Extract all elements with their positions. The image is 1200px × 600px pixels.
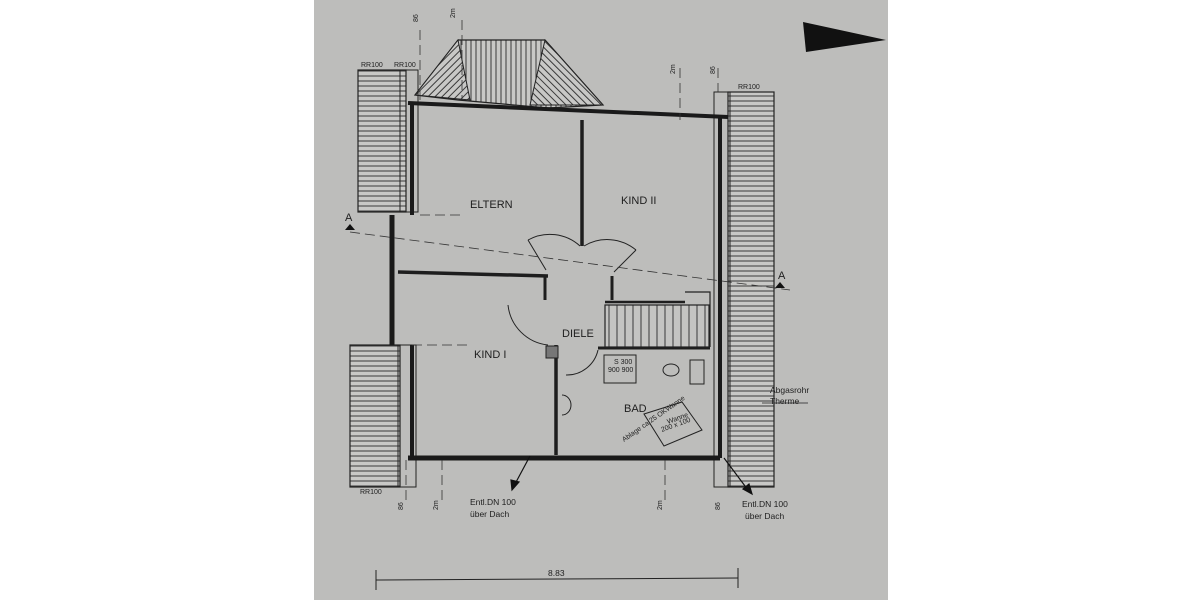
dim-tick-bottom-2: 2m — [657, 500, 664, 510]
door-swings — [507, 233, 637, 376]
entl-left-line1: Entl.DN 100 — [470, 497, 516, 507]
rr100-bottom-left: RR100 — [360, 489, 382, 496]
rr100-top-left-2: RR100 — [394, 62, 416, 69]
dim-tick-top-1: 2m — [450, 8, 457, 18]
room-label-bad: BAD — [624, 403, 647, 415]
shower-label: S 300 — [614, 359, 632, 366]
section-mark-left-icon — [345, 224, 355, 230]
right-roof-slope — [713, 91, 775, 488]
dim-tick-bottom-4: 86 — [715, 502, 722, 510]
dim-tick-top-2: 2m — [670, 64, 677, 74]
section-mark-left: A — [345, 212, 353, 224]
rr100-top-left-1: RR100 — [361, 62, 383, 69]
shower-size: 900 900 — [608, 367, 633, 374]
dim-tick-bottom-1: 2m — [433, 500, 440, 510]
overall-width-value: 8.83 — [548, 568, 565, 578]
room-label-kind-1: KIND I — [474, 349, 506, 361]
room-label-diele: DIELE — [562, 328, 594, 340]
vent-arrows — [510, 455, 753, 496]
blueprint-sheet — [314, 0, 888, 600]
left-top-roof-window — [357, 69, 419, 213]
top-dormer — [413, 38, 605, 109]
therme-label: Therme — [770, 396, 800, 406]
section-lines — [349, 20, 791, 500]
left-bottom-roof-window — [349, 344, 417, 488]
toilet-icon — [662, 363, 680, 377]
dim-tick-top-3: 86 — [413, 14, 420, 22]
entl-right-line1: Entl.DN 100 — [742, 499, 788, 509]
north-arrow-icon — [803, 22, 886, 52]
staircase — [604, 291, 711, 348]
bathroom-fixtures — [561, 354, 705, 447]
bathtub — [643, 401, 703, 447]
room-label-kind-2: KIND II — [621, 195, 656, 207]
section-mark-right-icon — [775, 282, 785, 288]
washbasin-icon — [561, 394, 572, 416]
abgasrohr-label: Abgasrohr — [770, 385, 809, 395]
outer-walls — [389, 101, 729, 461]
dim-tick-bottom-3: 86 — [398, 502, 405, 510]
interior-walls — [397, 120, 710, 455]
dim-tick-top-4: 86 — [710, 66, 717, 74]
room-label-eltern: ELTERN — [470, 199, 513, 211]
rr100-top-right: RR100 — [738, 84, 760, 91]
entl-left-line2: über Dach — [470, 509, 509, 519]
overall-dimension-line — [375, 568, 739, 590]
shower-tray — [603, 354, 637, 384]
section-mark-right: A — [778, 270, 786, 282]
entl-right-line2: über Dach — [745, 511, 784, 521]
